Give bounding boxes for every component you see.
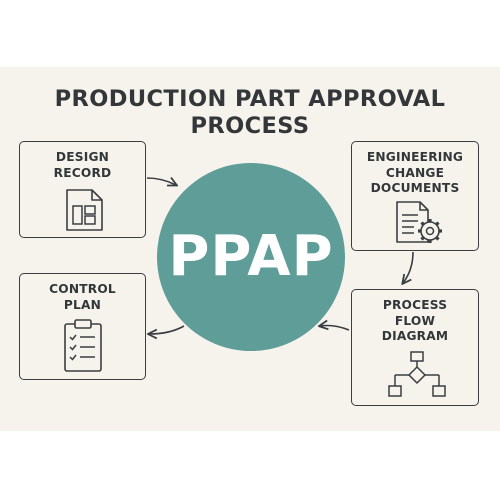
ppap-hub-circle: [157, 163, 345, 351]
diagram-title: PRODUCTION PART APPROVAL PROCESS: [0, 86, 500, 140]
arrow-design-to-hub: [146, 178, 176, 185]
node-label: ENGINEERING CHANGE DOCUMENTS: [366, 150, 464, 195]
node-control-plan: CONTROL PLAN: [19, 273, 146, 380]
node-process-flow-diagram: PROCESS FLOW DIAGRAM: [351, 289, 479, 406]
node-label: CONTROL PLAN: [49, 282, 116, 312]
document-layout-icon: [66, 189, 103, 231]
arrow-flow-to-hub: [320, 326, 350, 331]
node-label: PROCESS FLOW DIAGRAM: [381, 298, 449, 343]
arrow-hub-to-control: [149, 325, 185, 334]
title-line-2: PROCESS: [190, 113, 310, 139]
node-design-record: DESIGN RECORD: [19, 141, 146, 238]
title-line-1: PRODUCTION PART APPROVAL: [54, 86, 446, 112]
node-label: DESIGN RECORD: [53, 150, 112, 180]
document-gear-icon: [396, 201, 442, 243]
hub-label: PPAP: [168, 224, 334, 289]
flowchart-icon: [388, 351, 446, 397]
node-engineering-change-documents: ENGINEERING CHANGE DOCUMENTS: [351, 141, 479, 251]
clipboard-checklist-icon: [64, 319, 102, 372]
arrow-engineering-to-flow: [403, 251, 414, 283]
